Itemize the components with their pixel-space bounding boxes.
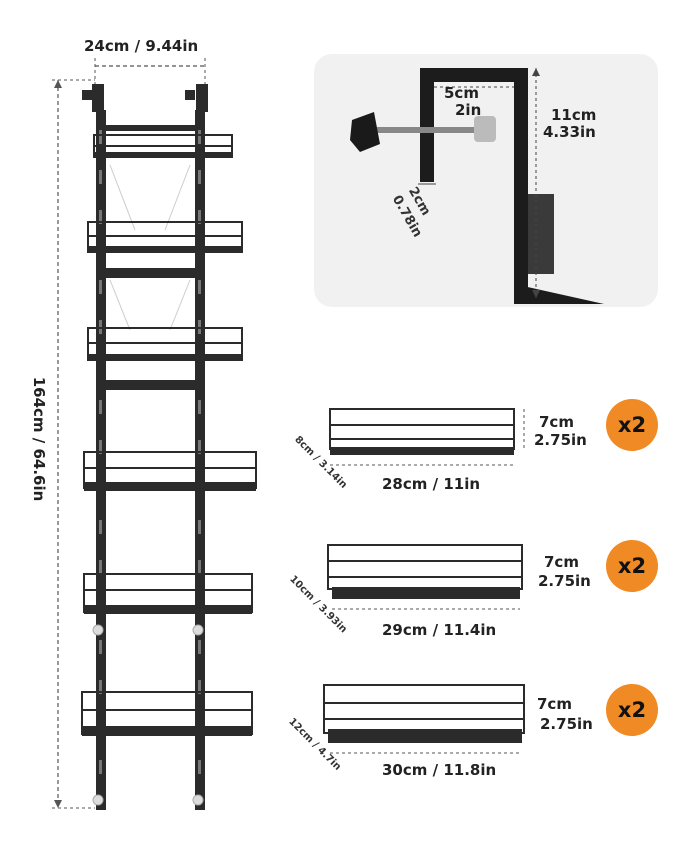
basket-2-height-cm: 7cm (544, 553, 579, 571)
basket-2-quantity-badge: x2 (606, 540, 658, 592)
basket-spec-2: 10cm / 3.93in 29cm / 11.4in 7cm 2.75in x… (280, 535, 679, 645)
basket-1-width: 28cm / 11in (382, 475, 481, 493)
rack-width-label: 24cm / 9.44in (84, 37, 199, 55)
hook-drawing (350, 68, 604, 304)
hook-gap-cm: 5cm (444, 84, 479, 102)
hook-height-in: 4.33in (543, 123, 596, 141)
basket-1-height-cm: 7cm (539, 413, 574, 431)
basket-1-drawing (329, 408, 525, 466)
basket-3-width: 30cm / 11.8in (382, 761, 497, 779)
basket-3-quantity-badge: x2 (606, 684, 658, 736)
basket-2-width: 29cm / 11.4in (382, 621, 497, 639)
basket-2-height-in: 2.75in (538, 572, 591, 590)
basket-1-height-in: 2.75in (534, 431, 587, 449)
rack-drawing (52, 58, 257, 810)
hook-gap-in: 2in (455, 101, 482, 119)
basket-2-drawing (327, 544, 523, 610)
basket-3-height-in: 2.75in (540, 715, 593, 733)
basket-spec-1: 8cm / 3.14in 28cm / 11in 7cm 2.75in x2 (280, 395, 679, 505)
rack-height-label: 164cm / 64.6in (30, 376, 48, 502)
basket-1-quantity-badge: x2 (606, 399, 658, 451)
rack-illustration: 24cm / 9.44in 164cm / 64.6in (0, 0, 300, 849)
basket-3-drawing (323, 684, 525, 754)
hook-height-cm: 11cm (551, 106, 597, 124)
hook-detail-panel: 5cm 2in 11cm 4.33in 2cm 0.78in (314, 54, 658, 307)
basket-spec-3: 12cm / 4.7in 30cm / 11.8in 7cm 2.75in x2 (280, 675, 679, 795)
basket-3-height-cm: 7cm (537, 695, 572, 713)
